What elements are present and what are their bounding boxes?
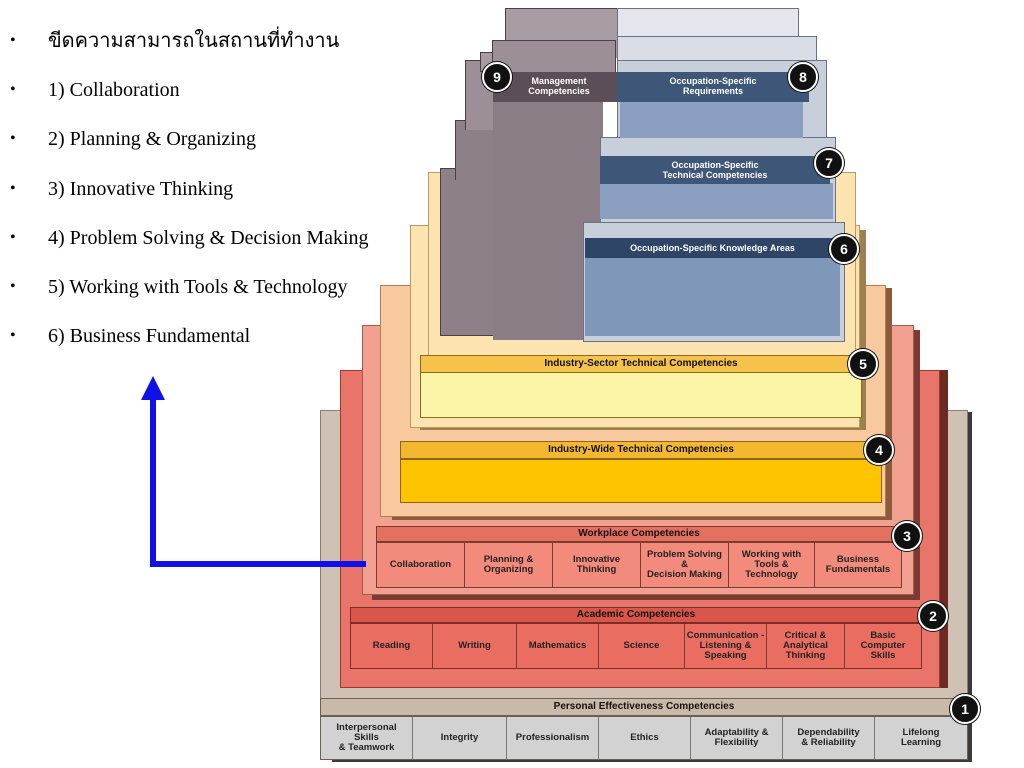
tier3-title: Workplace Competencies bbox=[578, 528, 700, 539]
tier1-number-badge: 1 bbox=[950, 694, 980, 724]
bullet-item: • 1) Collaboration bbox=[10, 77, 430, 126]
tier1-cell: Lifelong Learning bbox=[900, 727, 942, 748]
tier7-number-badge: 7 bbox=[814, 148, 844, 178]
tier3-cells: Collaboration Planning & Organizing Inno… bbox=[376, 542, 902, 588]
tier1-cell: Adaptability & Flexibility bbox=[691, 717, 783, 759]
tier1-cells: Interpersonal Skills & Teamwork Integrit… bbox=[320, 716, 968, 760]
tier5-body bbox=[420, 372, 862, 418]
tier6-label: Occupation-Specific Knowledge Areas bbox=[630, 243, 795, 253]
tier5-title: Industry-Sector Technical Competencies bbox=[544, 358, 738, 369]
tier4-number-badge: 4 bbox=[864, 435, 894, 465]
bullet-dot: • bbox=[10, 277, 16, 295]
tier8-number-badge: 8 bbox=[788, 62, 818, 92]
bullet-dot: • bbox=[10, 179, 16, 197]
tier9-label: Management Competencies bbox=[528, 76, 590, 96]
tier2-cell: Communication - Listening & Speaking bbox=[685, 624, 767, 668]
competency-bullet-list: • ขีดความสามารถในสถานที่ทำงาน • 1) Collabo… bbox=[10, 28, 430, 372]
bullet-text: ขีดความสามารถในสถานที่ทำงาน bbox=[48, 30, 340, 52]
tier7-label: Occupation-Specific Technical Competenci… bbox=[662, 160, 768, 180]
tier2-cell: Writing bbox=[433, 624, 517, 668]
tier2-cell: Mathematics bbox=[517, 624, 599, 668]
bullet-dot: • bbox=[10, 81, 16, 99]
bullet-item: • ขีดความสามารถในสถานที่ทำงาน bbox=[10, 28, 430, 77]
bullet-item: • 6) Business Fundamental bbox=[10, 323, 430, 372]
bullet-text: 5) Working with Tools & Technology bbox=[48, 275, 348, 298]
tier4-title: Industry-Wide Technical Competencies bbox=[548, 444, 734, 455]
bullet-text: 6) Business Fundamental bbox=[48, 325, 251, 348]
tier3-cell: Collaboration bbox=[377, 543, 465, 587]
tier2-number-badge: 2 bbox=[918, 601, 948, 631]
tier6-number-badge: 6 bbox=[829, 234, 859, 264]
tier2-cell: Science bbox=[599, 624, 685, 668]
tier1-cell: Ethics bbox=[599, 717, 691, 759]
bullet-dot: • bbox=[10, 327, 16, 345]
tier1-cell: Integrity bbox=[413, 717, 507, 759]
tier3-cell: Problem Solving & Decision Making bbox=[641, 543, 729, 587]
bullet-item: • 5) Working with Tools & Technology bbox=[10, 274, 430, 323]
bullet-item: • 3) Innovative Thinking bbox=[10, 176, 430, 225]
tier2-cell: Critical & Analytical Thinking bbox=[767, 624, 845, 668]
bullet-dot: • bbox=[10, 228, 16, 246]
tier5-number-badge: 5 bbox=[848, 349, 878, 379]
tier9-number-badge: 9 bbox=[482, 62, 512, 92]
tier2-title: Academic Competencies bbox=[576, 609, 696, 620]
tier3-cell: Planning & Organizing bbox=[465, 543, 553, 587]
tier1-cell: Dependability & Reliability bbox=[783, 717, 875, 759]
tier1-title: Personal Effectiveness Competencies bbox=[553, 701, 735, 712]
tier3-cell: Innovative Thinking bbox=[553, 543, 641, 587]
tier4-body bbox=[400, 459, 882, 503]
tier2-cells: Reading Writing Mathematics Science Comm… bbox=[350, 623, 922, 669]
tier8-label: Occupation-Specific Requirements bbox=[669, 76, 757, 96]
bullet-text: 2) Planning & Organizing bbox=[48, 128, 256, 151]
bullet-text: 3) Innovative Thinking bbox=[48, 177, 234, 200]
bullet-dot: • bbox=[10, 130, 16, 148]
bullet-text: 1) Collaboration bbox=[48, 79, 180, 102]
bullet-item: • 4) Problem Solving & Decision Making bbox=[10, 225, 430, 274]
tier1-cell: Professionalism bbox=[507, 717, 599, 759]
tier3-number-badge: 3 bbox=[892, 521, 922, 551]
tier3-cell: Working with Tools & Technology bbox=[729, 543, 815, 587]
tier2-cell: Basic Computer Skills bbox=[860, 630, 906, 661]
tier1-cell: Interpersonal Skills & Teamwork bbox=[321, 717, 413, 759]
tier2-cell: Reading bbox=[351, 624, 433, 668]
bullet-text: 4) Problem Solving & Decision Making bbox=[48, 226, 369, 249]
tier3-cell: Business Fundamentals bbox=[825, 554, 891, 575]
bullet-dot: • bbox=[10, 32, 16, 49]
bullet-item: • 2) Planning & Organizing bbox=[10, 126, 430, 175]
